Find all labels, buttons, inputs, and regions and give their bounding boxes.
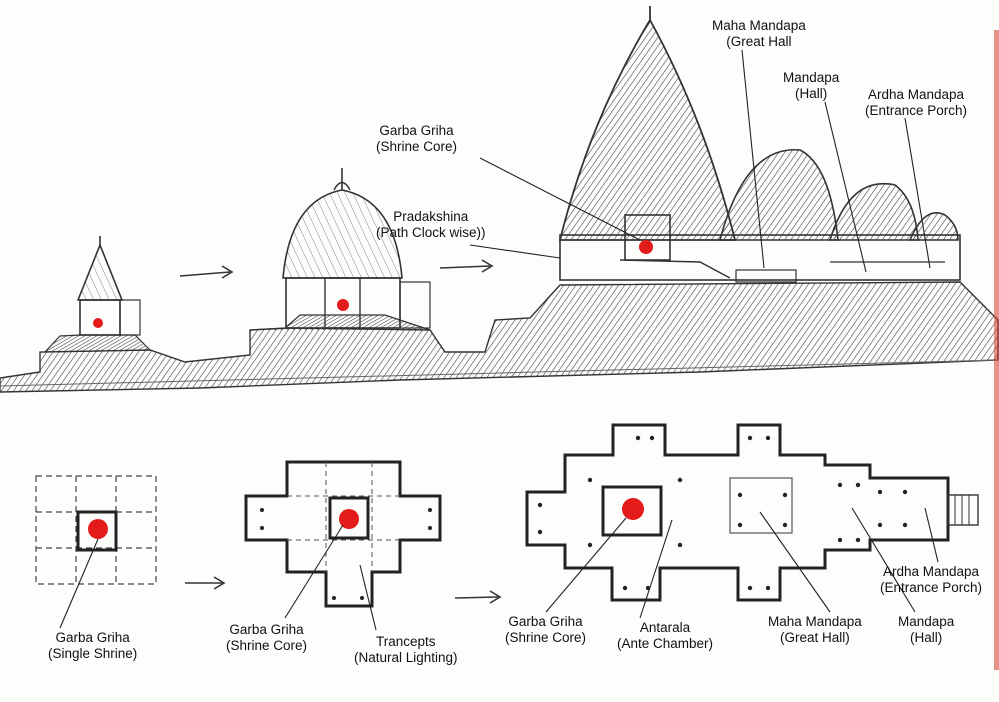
plan-sketch — [35, 423, 979, 631]
plan-stage1-core-dot — [88, 519, 108, 539]
label-elev-mandapa: Mandapa (Hall) — [783, 70, 840, 101]
arrow-plan-2 — [454, 590, 502, 604]
label-plan3-maha-mandapa: Maha Mandapa (Great Hall) — [768, 614, 862, 645]
label-plan3-ardha-mandapa: Ardha Mandapa (Entrance Porch) — [880, 564, 983, 595]
label-elev-pradakshina: Pradakshina (Path Clock wise)) — [376, 209, 486, 240]
label-plan2-trancepts: Trancepts (Natural Lighting) — [354, 634, 458, 665]
arrow-elevation-2 — [439, 259, 494, 273]
plan-stage3-core-dot — [622, 498, 644, 520]
label-plan2-garba-griha: Garba Griha (Shrine Core) — [226, 622, 308, 653]
label-elev-maha-mandapa: Maha Mandapa (Great Hall — [712, 18, 806, 49]
elevation-stage1-shrine — [43, 236, 152, 353]
ground-line — [0, 359, 999, 387]
plan-stage2 — [244, 460, 442, 608]
label-elev-garba-griha: Garba Griha (Shrine Core) — [376, 123, 458, 154]
plan-stage1 — [35, 475, 157, 585]
arrow-plan-1 — [185, 576, 226, 590]
label-plan3-mandapa: Mandapa (Hall) — [898, 614, 955, 645]
elevation-stage3-core-dot — [639, 240, 653, 254]
label-plan3-garba-griha: Garba Griha (Shrine Core) — [505, 614, 587, 645]
plan-stage2-core-dot — [339, 509, 359, 529]
scan-edge-mark — [994, 30, 999, 670]
plan-stage3 — [525, 423, 979, 602]
ground-hatch — [0, 281, 999, 393]
arrow-elevation-1 — [179, 265, 234, 279]
elevation-stage2-core-dot — [337, 299, 349, 311]
label-elev-ardha-mandapa: Ardha Mandapa (Entrance Porch) — [865, 87, 968, 118]
elevation-stage2-shrine — [249, 168, 431, 331]
elevation-leaders — [469, 49, 931, 273]
label-plan1-garba-griha: Garba Griha (Single Shrine) — [48, 630, 138, 661]
elevation-sketch — [0, 6, 999, 393]
label-plan3-antarala: Antarala (Ante Chamber) — [617, 620, 714, 651]
plan-leaders — [59, 507, 939, 631]
elevation-stage1-core-dot — [93, 318, 103, 328]
